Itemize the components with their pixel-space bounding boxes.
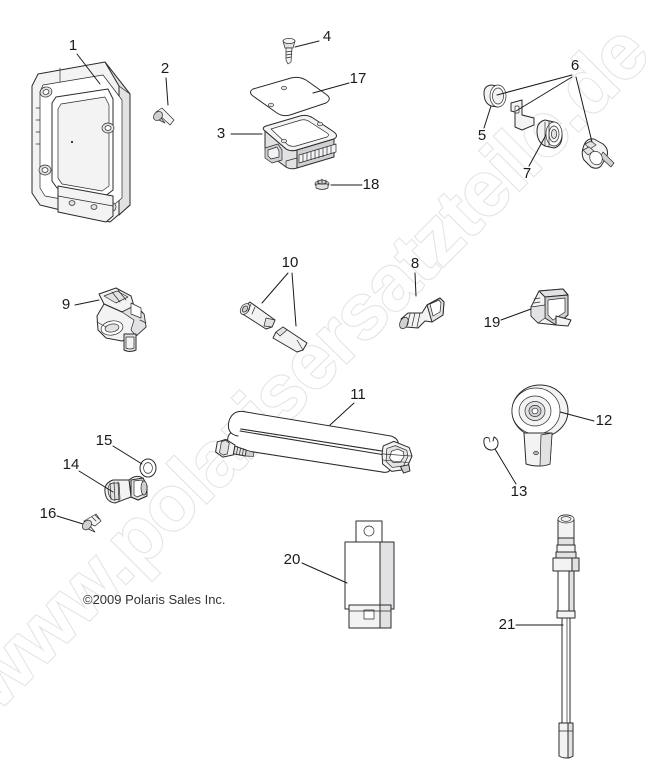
callout-leader-4 <box>294 40 320 48</box>
callout-number-14: 14 <box>63 456 80 473</box>
callout-number-16: 16 <box>40 505 57 522</box>
callout-number-18: 18 <box>363 176 380 193</box>
callout-leader-6b <box>515 76 573 112</box>
callout-leader-14 <box>78 470 114 493</box>
part-19-relay-connector <box>530 288 572 327</box>
part-2-bolt-flange <box>153 107 175 126</box>
callout-leader-6c <box>575 76 593 143</box>
part-8-pressure-sensor <box>399 297 445 330</box>
callout-number-20: 20 <box>284 551 301 568</box>
callout-leader-20 <box>301 562 348 584</box>
part-1-ecu-mounting-bracket <box>31 61 131 223</box>
copyright-notice: ©2009 Polaris Sales Inc. <box>83 592 226 607</box>
callout-number-13: 13 <box>511 483 528 500</box>
callout-leader-10b <box>291 272 297 327</box>
callout-leader-5 <box>483 105 492 129</box>
callout-number-1: 1 <box>69 37 77 54</box>
part-9-throttle-position-sensor <box>96 287 147 352</box>
part-11-fuel-rail-hose <box>215 410 413 474</box>
part-10-fuel-injector-set <box>239 301 308 353</box>
callout-number-12: 12 <box>596 412 613 429</box>
callout-number-10: 10 <box>282 254 299 271</box>
callout-leader-16 <box>56 515 84 525</box>
callout-number-21: 21 <box>499 616 516 633</box>
callout-leader-9 <box>74 299 100 306</box>
callout-leader-2 <box>165 77 169 106</box>
callout-leader-1 <box>76 53 101 85</box>
callout-number-3: 3 <box>217 125 225 142</box>
callout-leader-8 <box>414 272 417 297</box>
callout-number-5: 5 <box>478 127 486 144</box>
callout-number-6: 6 <box>571 57 579 74</box>
part-21-oil-dipstick <box>552 514 580 759</box>
callout-leader-19 <box>500 308 532 321</box>
callout-number-17: 17 <box>350 70 367 87</box>
callout-leader-12 <box>559 411 595 422</box>
callout-number-8: 8 <box>411 255 419 272</box>
part-15-o-ring <box>139 458 157 478</box>
part-17-module-cover-plate <box>250 76 330 117</box>
callout-number-15: 15 <box>96 432 113 449</box>
part-6-sensor-body <box>581 138 615 169</box>
callout-leader-11 <box>329 402 355 426</box>
part-12-speed-sensor <box>511 384 569 467</box>
callout-number-4: 4 <box>323 28 331 45</box>
part-13-retaining-clip <box>483 436 499 451</box>
callout-number-11: 11 <box>350 386 366 403</box>
callout-leader-17 <box>312 82 350 94</box>
part-3-control-module <box>262 114 337 170</box>
callout-leader-6 <box>496 74 573 96</box>
part-4-screw-tapping <box>282 38 296 65</box>
callout-leader-7 <box>528 134 547 167</box>
part-16-bolt-small <box>82 513 102 533</box>
callout-number-7: 7 <box>523 165 531 182</box>
part-5-grommet-cap <box>483 84 507 108</box>
callout-number-2: 2 <box>161 60 169 77</box>
callout-number-19: 19 <box>484 314 501 331</box>
callout-leader-15 <box>112 445 143 465</box>
part-20-relay-module <box>344 520 395 629</box>
part-14-elbow-fitting <box>104 475 148 504</box>
part-18-nut-flange <box>314 178 330 190</box>
callout-number-9: 9 <box>62 296 70 313</box>
callout-leader-13 <box>494 448 517 485</box>
callout-leader-10 <box>261 272 289 304</box>
